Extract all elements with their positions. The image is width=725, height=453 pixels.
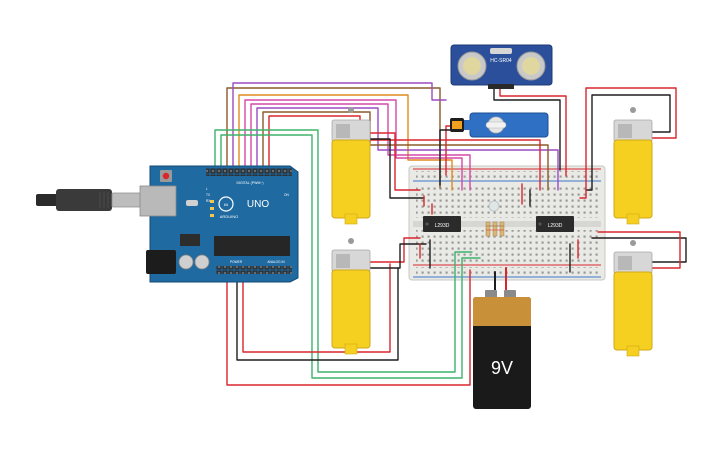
driver-label-left: L293D bbox=[435, 223, 450, 229]
motor-driver-chip-right: L293D bbox=[536, 216, 574, 232]
digital-header-label: DIGITAL (PWM~) bbox=[236, 181, 263, 185]
wiring bbox=[214, 82, 687, 386]
ultrasonic-sensor: HC-SR04 bbox=[450, 44, 553, 89]
l-led-label: L bbox=[206, 187, 208, 191]
arduino-brand-label: ARDUINO bbox=[220, 214, 238, 219]
driver-label-right: L293D bbox=[548, 223, 563, 229]
battery-9v: 9V bbox=[473, 290, 531, 409]
arduino-logo-icon: ∞ bbox=[224, 203, 228, 209]
dc-motor-bottom-left bbox=[331, 238, 371, 355]
resistor-group bbox=[485, 221, 505, 237]
arduino-uno-board: ∞ UNO ARDUINO DIGITAL (PWM~) POWER ANALO… bbox=[36, 165, 299, 283]
rx-label: RX bbox=[206, 199, 211, 203]
tx-label: TX bbox=[206, 193, 211, 197]
analog-header-label: ANALOG IN bbox=[267, 260, 285, 264]
dc-motor-top-left bbox=[331, 107, 371, 225]
on-led-label: ON bbox=[284, 193, 289, 197]
servo-motor bbox=[450, 112, 549, 138]
dc-motor-bottom-right bbox=[613, 240, 653, 357]
arduino-model-label: UNO bbox=[247, 199, 269, 210]
power-header-label: POWER bbox=[230, 260, 243, 264]
dc-motor-top-right bbox=[613, 107, 653, 225]
led bbox=[488, 200, 500, 212]
ultrasonic-label: HC-SR04 bbox=[490, 58, 512, 64]
usb-cable bbox=[36, 189, 157, 211]
battery-label: 9V bbox=[491, 358, 513, 378]
motor-driver-chip-left: L293D bbox=[423, 216, 461, 232]
